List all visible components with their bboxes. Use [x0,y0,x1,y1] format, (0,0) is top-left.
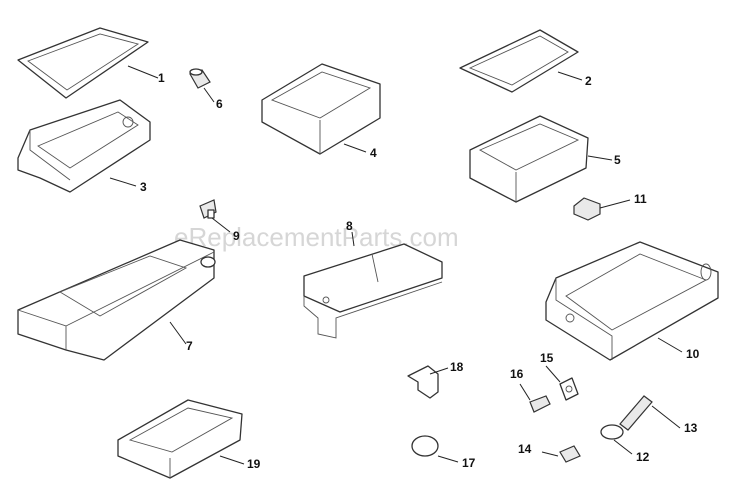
part-11-plug[interactable] [573,197,601,221]
part-4-box[interactable] [261,63,381,155]
part-5-box[interactable] [469,115,589,203]
callout-17: 17 [462,456,476,470]
part-14-plug[interactable] [559,445,581,463]
callout-12: 12 [636,450,650,464]
part-15-coupling[interactable] [559,377,579,401]
callout-3: 3 [140,180,147,194]
part-2-gasket[interactable] [459,29,579,93]
part-1-gasket[interactable] [17,27,149,99]
part-7-long-housing[interactable] [17,239,216,361]
callout-15: 15 [540,351,554,365]
callout-7: 7 [186,339,193,353]
part-16-fitting[interactable] [529,395,551,413]
callout-2: 2 [585,74,592,88]
part-8-bracket[interactable] [303,243,443,339]
part-6-plug[interactable] [189,68,211,89]
callout-16: 16 [510,367,524,381]
callout-19: 19 [247,457,261,471]
watermark-text: eReplacementParts.com [174,222,459,252]
callout-9: 9 [233,229,240,243]
callout-6: 6 [216,97,223,111]
callout-14: 14 [518,442,532,456]
callout-labels: 1 2 3 4 5 6 7 8 9 10 11 12 13 14 15 16 1… [140,71,700,471]
leader-lines [109,65,683,465]
part-19-tray[interactable] [117,399,243,479]
part-13-nipple[interactable] [619,395,653,431]
callout-13: 13 [684,421,698,435]
part-17-cap[interactable] [411,435,439,457]
callout-10: 10 [686,347,700,361]
part-10-large-box[interactable] [545,241,719,361]
callout-11: 11 [634,192,647,206]
callout-4: 4 [370,146,377,160]
callout-18: 18 [450,360,464,374]
part-3-housing[interactable] [17,99,151,193]
part-12-cap[interactable] [600,424,624,440]
part-9-fitting[interactable] [199,199,217,219]
callout-1: 1 [158,71,165,85]
part-18-elbow[interactable] [407,365,439,399]
callout-5: 5 [614,153,621,167]
callout-8: 8 [346,219,353,233]
